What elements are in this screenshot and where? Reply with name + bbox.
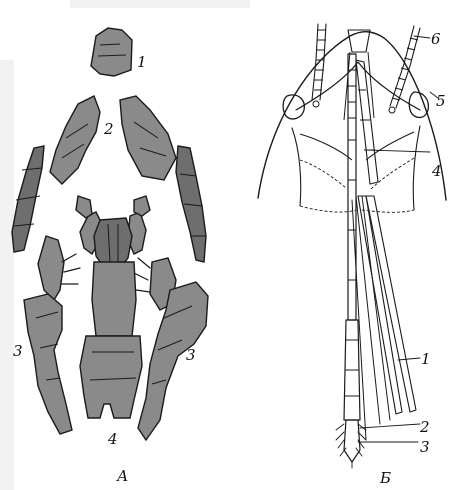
right-label-3: 3 [420, 438, 430, 456]
right-label-2: 2 [419, 418, 430, 436]
left-label-3-left: 3 [13, 342, 23, 360]
left-label-2: 2 [103, 120, 114, 138]
right-label-4: 4 [431, 162, 442, 180]
labrum-part [91, 28, 132, 76]
right-label-5: 5 [436, 92, 446, 110]
right-panel-letter: Б [379, 469, 391, 487]
left-label-1: 1 [137, 53, 147, 71]
right-label-6: 6 [431, 30, 441, 48]
left-label-3-right: 3 [186, 346, 196, 364]
left-label-4: 4 [107, 430, 118, 448]
left-panel-letter: А [116, 467, 128, 485]
right-label-1: 1 [421, 350, 431, 368]
